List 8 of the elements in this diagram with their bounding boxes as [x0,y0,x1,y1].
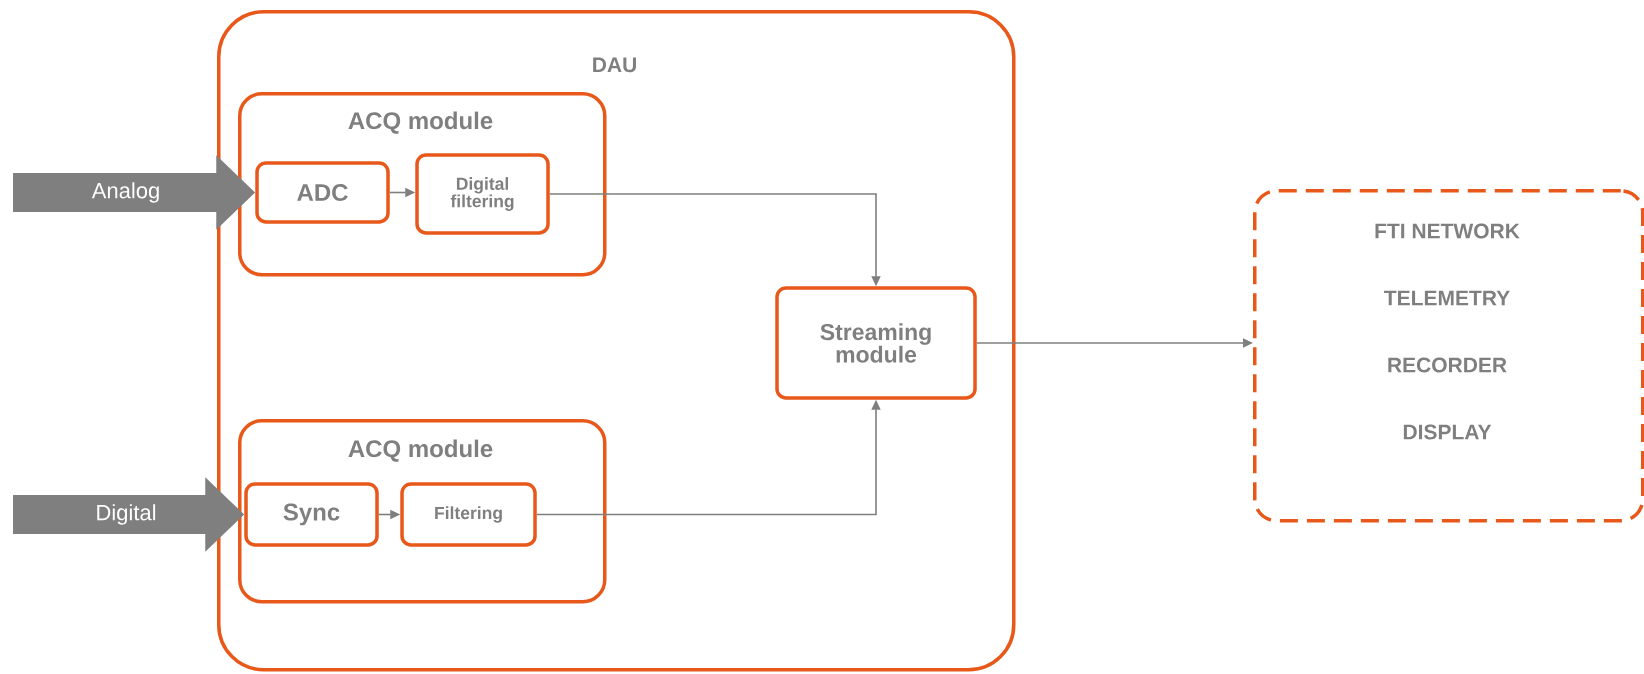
process-box: Filtering [400,482,537,547]
process-box: Streaming module [775,286,977,400]
process-box: Digital filtering [415,153,550,235]
network-box: FTI NETWORK TELEMETRY RECORDER DISPLAY [1253,189,1644,523]
process-box: Sync [244,482,379,547]
process-box: ADC [255,161,390,224]
edge-label: Digital [97,504,156,525]
edge-label: Analog [91,182,159,203]
